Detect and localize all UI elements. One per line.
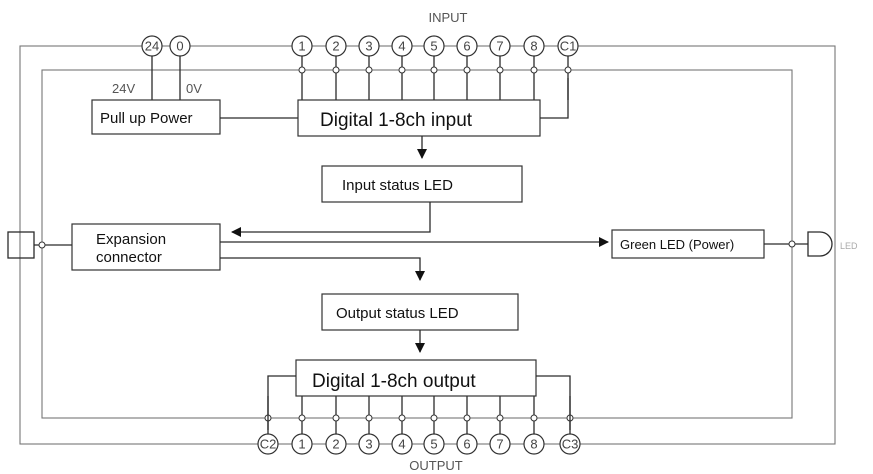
terminal-24v: 24 (141, 35, 163, 57)
output-terminal-7: 7 (489, 433, 511, 455)
output-terminal-1: 1 (291, 433, 313, 455)
svg-text:1: 1 (298, 437, 305, 452)
output-status-led-box: Output status LED (321, 293, 519, 331)
svg-text:1: 1 (298, 39, 305, 54)
svg-text:4: 4 (398, 437, 405, 452)
input-terminal-junction (564, 66, 572, 74)
input-terminal-junction (332, 66, 340, 74)
input-terminal-4: 4 (391, 35, 413, 57)
green-led-box: Green LED (Power) (611, 229, 765, 259)
terminal-0v: 0 (169, 35, 191, 57)
input-title: INPUT (429, 10, 468, 25)
svg-text:Expansion: Expansion (96, 231, 166, 248)
output-terminal-junction (530, 414, 538, 422)
svg-text:7: 7 (496, 437, 503, 452)
svg-text:5: 5 (430, 437, 437, 452)
svg-text:Pull up Power: Pull up Power (100, 110, 193, 127)
input-status-led-box: Input status LED (321, 165, 523, 203)
input-terminal-junction (365, 66, 373, 74)
input-terminal-3: 3 (358, 35, 380, 57)
digital-input-box: Digital 1-8ch input (297, 99, 541, 137)
output-terminal-c2: C2 (257, 433, 279, 455)
output-terminal-5: 5 (423, 433, 445, 455)
svg-text:8: 8 (530, 39, 537, 54)
svg-text:Input status LED: Input status LED (342, 177, 453, 194)
svg-text:connector: connector (96, 249, 162, 266)
svg-text:2: 2 (332, 39, 339, 54)
output-terminals: C2 1 2 3 4 5 6 7 8 C3 (257, 396, 581, 455)
svg-text:Digital 1-8ch input: Digital 1-8ch input (320, 110, 473, 131)
input-terminal-1: 1 (291, 35, 313, 57)
input-terminal-c1: C1 (557, 35, 579, 57)
svg-text:C1: C1 (560, 39, 577, 54)
output-terminal-4: 4 (391, 433, 413, 455)
svg-text:C3: C3 (562, 437, 579, 452)
output-terminal-junction (298, 414, 306, 422)
led-symbol (807, 231, 833, 257)
output-terminal-junction (463, 414, 471, 422)
output-terminal-junction (365, 414, 373, 422)
input-terminal-junction (530, 66, 538, 74)
input-terminals: 1 2 3 4 5 6 7 8 C1 (291, 35, 579, 100)
output-terminal-8: 8 (523, 433, 545, 455)
svg-text:3: 3 (365, 39, 372, 54)
input-terminal-junction (298, 66, 306, 74)
svg-text:0: 0 (176, 39, 183, 54)
expansion-connector-box: Expansion connector (71, 223, 221, 271)
svg-text:6: 6 (463, 39, 470, 54)
svg-text:7: 7 (496, 39, 503, 54)
svg-text:Green LED (Power): Green LED (Power) (620, 237, 734, 252)
input-terminal-7: 7 (489, 35, 511, 57)
output-terminal-6: 6 (456, 433, 478, 455)
svg-text:6: 6 (463, 437, 470, 452)
input-terminal-8: 8 (523, 35, 545, 57)
input-terminal-junction (463, 66, 471, 74)
svg-text:5: 5 (430, 39, 437, 54)
svg-text:3: 3 (365, 437, 372, 452)
svg-text:2: 2 (332, 437, 339, 452)
digital-output-box: Digital 1-8ch output (295, 359, 537, 397)
label-24v: 24V (112, 81, 135, 96)
led-label: LED (840, 241, 858, 251)
svg-text:C2: C2 (260, 437, 277, 452)
input-terminal-5: 5 (423, 35, 445, 57)
label-0v: 0V (186, 81, 202, 96)
output-terminal-c3: C3 (559, 433, 581, 455)
output-terminal-junction (332, 414, 340, 422)
svg-text:4: 4 (398, 39, 405, 54)
svg-text:24: 24 (145, 39, 159, 54)
output-terminal-2: 2 (325, 433, 347, 455)
input-terminal-6: 6 (456, 35, 478, 57)
output-terminal-junction (496, 414, 504, 422)
input-terminal-junction (496, 66, 504, 74)
input-terminal-junction (398, 66, 406, 74)
input-terminal-2: 2 (325, 35, 347, 57)
svg-text:Output status LED: Output status LED (336, 305, 459, 322)
pullup-power-box: Pull up Power (91, 99, 221, 135)
output-terminal-junction (430, 414, 438, 422)
svg-text:Digital 1-8ch output: Digital 1-8ch output (312, 371, 476, 392)
output-terminal-junction (398, 414, 406, 422)
left-connector (7, 231, 35, 259)
svg-text:8: 8 (530, 437, 537, 452)
output-terminal-3: 3 (358, 433, 380, 455)
input-terminal-junction (430, 66, 438, 74)
output-title: OUTPUT (409, 458, 463, 473)
